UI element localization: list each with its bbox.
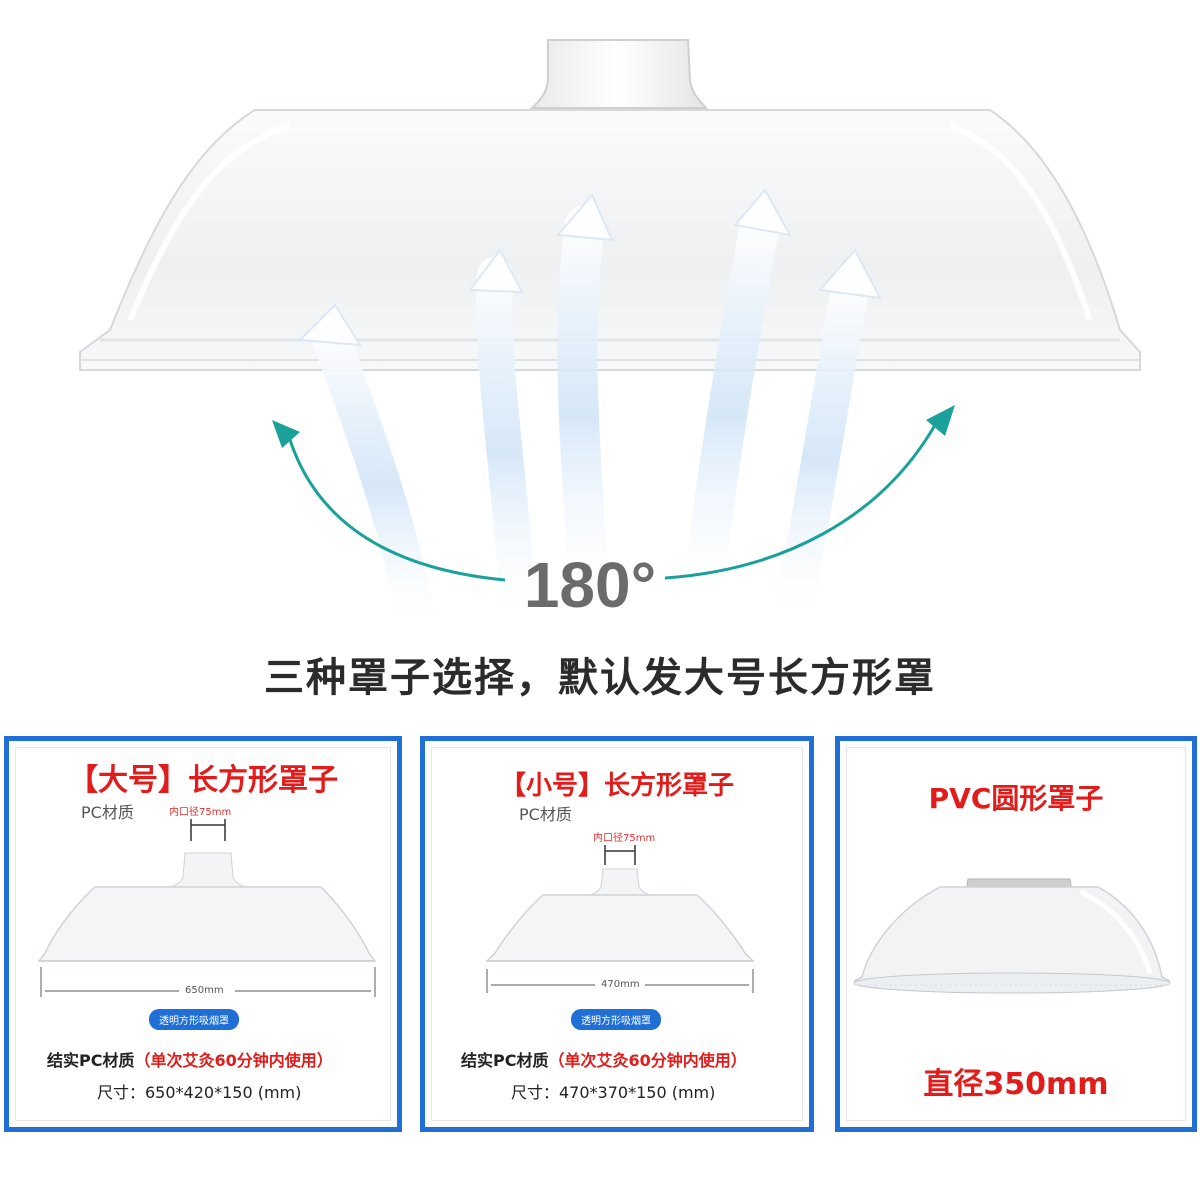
size-spec: 尺寸：470*370*150 (mm) xyxy=(511,1083,716,1102)
inner-diameter-label: 内口径75mm xyxy=(169,807,232,818)
width-label: 650mm xyxy=(185,985,224,996)
hero-section: 180° 三种罩子选择，默认发大号长方形罩 xyxy=(79,39,1141,701)
option-card-pvc-round[interactable]: PVC圆形罩子 直径350mm xyxy=(835,736,1197,1132)
round-hood-diagram xyxy=(853,878,1171,994)
small-hood-diagram xyxy=(485,845,755,993)
option-card-large-rect[interactable]: 【大号】长方形罩子 PC材质 内口径75mm 650mm 透明方形吸烟罩 结实P… xyxy=(4,736,402,1132)
hood-type-badge: 透明方形吸烟罩 xyxy=(571,1009,661,1030)
material-spec-line: 结实PC材质（单次艾灸60分钟内使用） xyxy=(461,1047,747,1071)
material-spec-text: 结实PC材质 xyxy=(47,1051,135,1070)
option-title: 【小号】长方形罩子 xyxy=(499,771,734,801)
width-label: 470mm xyxy=(601,979,640,990)
material-spec-line: 结实PC材质（单次艾灸60分钟内使用） xyxy=(47,1047,333,1071)
card-inner-frame xyxy=(846,747,1186,1121)
option-title: 【大号】长方形罩子 xyxy=(68,763,338,798)
card-inner-frame xyxy=(431,747,803,1121)
rotation-angle-label: 180° xyxy=(523,549,657,621)
inner-diameter-label: 内口径75mm xyxy=(593,833,656,844)
usage-note: （单次艾灸60分钟内使用） xyxy=(548,1051,747,1070)
hood-illustration xyxy=(79,39,1141,659)
option-title: PVC圆形罩子 xyxy=(928,782,1104,815)
diameter-label: 直径350mm xyxy=(923,1067,1109,1102)
material-label: PC材质 xyxy=(519,805,572,824)
rotation-arc-icon xyxy=(272,405,955,582)
usage-note: （单次艾灸60分钟内使用） xyxy=(134,1051,333,1070)
material-spec-text: 结实PC材质 xyxy=(461,1051,549,1070)
option-card-small-rect[interactable]: 【小号】长方形罩子 PC材质 内口径75mm 470mm 透明方形吸烟罩 结实P… xyxy=(420,736,814,1132)
hood-choice-headline: 三种罩子选择，默认发大号长方形罩 xyxy=(264,655,936,701)
material-label: PC材质 xyxy=(81,803,134,822)
hood-type-badge: 透明方形吸烟罩 xyxy=(149,1009,239,1030)
airflow-arrows-icon xyxy=(297,188,882,659)
card-inner-frame xyxy=(15,747,391,1121)
size-spec: 尺寸：650*420*150 (mm) xyxy=(97,1083,302,1102)
large-hood-diagram xyxy=(37,819,377,997)
